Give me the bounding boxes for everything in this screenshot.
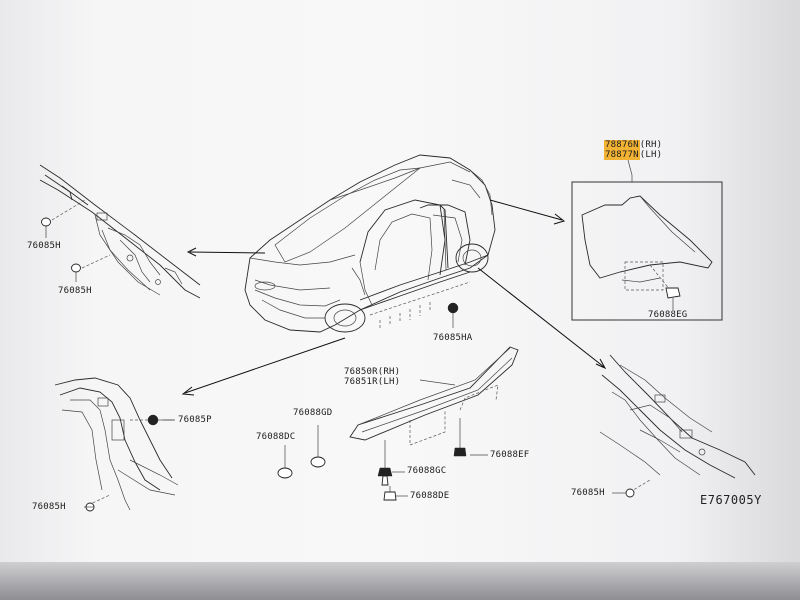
plug-h-rear-label: 76085H: [571, 488, 605, 498]
clip-dc-label: 76088DC: [256, 432, 296, 442]
sill-lh-side: (LH): [377, 377, 401, 387]
sill-rh-number: 76850R: [344, 367, 378, 377]
front-pillar-detail: [39, 164, 201, 299]
rh-part-number: 78876N: [604, 140, 640, 150]
plug-ha-label: 76085HA: [433, 333, 473, 343]
clip-de-label: 76088DE: [410, 491, 450, 501]
sill-lh-number: 76851R: [344, 377, 378, 387]
clip-eg-label: 76088EG: [648, 310, 688, 320]
plug-h-upper-label: 76085H: [27, 241, 61, 251]
lh-part-label: 78877N(LH): [604, 150, 663, 160]
center-pillar-detail: [54, 377, 179, 512]
lh-side-label: (LH): [639, 150, 663, 160]
rear-trim-panel: [571, 159, 723, 321]
sill-rh-label: 76850R(RH): [344, 368, 400, 377]
lh-part-number: 78877N: [604, 150, 640, 160]
plug-h-lower-label: 76085H: [58, 286, 92, 296]
clip-ef-label: 76088EF: [490, 450, 530, 460]
rh-part-label: 78876N(RH): [604, 140, 663, 150]
clip-gc-label: 76088GC: [407, 466, 447, 476]
clip-gd-label: 76088GD: [293, 408, 333, 418]
rear-quarter-detail: [599, 354, 756, 498]
rh-side-label: (RH): [639, 140, 663, 150]
side-sill-molding: [277, 346, 519, 501]
plug-h-pillar-label: 76085H: [32, 502, 66, 512]
diagram-code: E767005Y: [700, 493, 762, 507]
plug-p-label: 76085P: [178, 415, 212, 425]
callout-arrows: [163, 199, 607, 497]
sill-lh-label: 76851R(LH): [344, 378, 400, 387]
vehicle-body: [244, 154, 496, 333]
sill-rh-side: (RH): [377, 367, 401, 377]
monitor-bezel: [0, 562, 800, 600]
